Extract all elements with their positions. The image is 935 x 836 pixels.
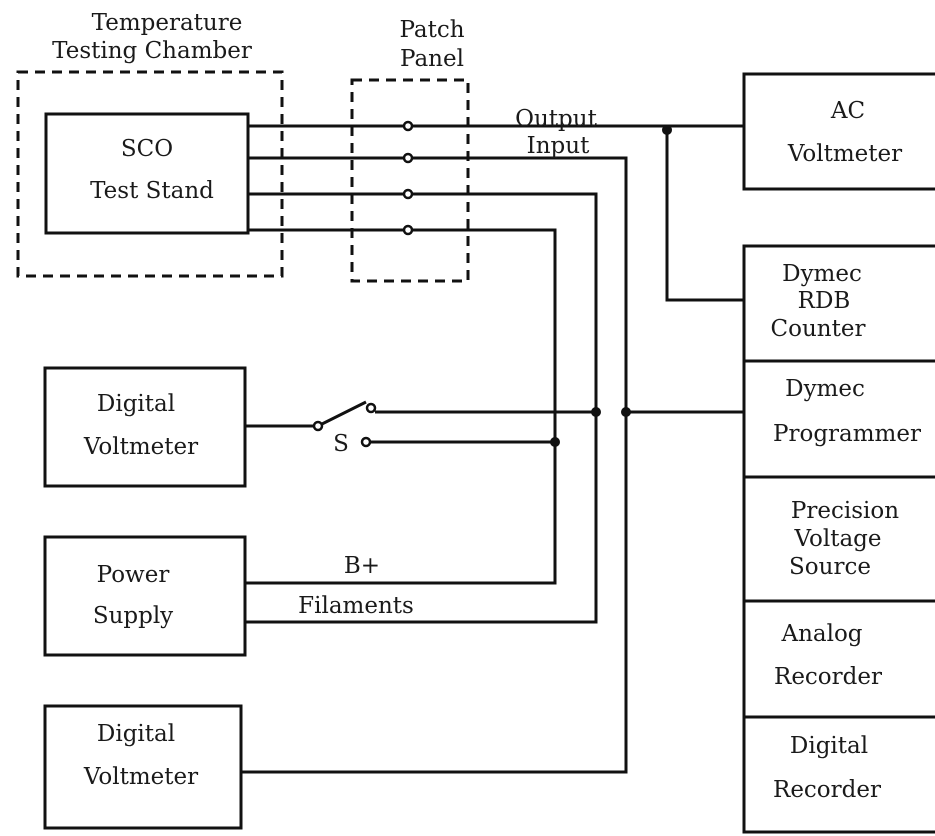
analog-recorder-block: Analog Recorder [774,621,882,690]
counter-feed-wire [665,130,744,302]
programmer-label-line2: Programmer [773,421,921,447]
input-junction-dot [621,407,631,417]
programmer-label-line1: Dymec [785,376,865,402]
switch-upper-terminal [365,402,377,414]
digrec-label-line1: Digital [790,733,868,759]
output-label: Output [515,106,597,132]
chamber-title-line1: Temperature [92,10,243,36]
power-label: Power [97,562,170,588]
filaments-junction-dot [591,407,601,417]
patch-panel-title-line2: Panel [400,46,464,72]
power-supply-block: Power Supply [43,535,247,657]
filaments-label: Filaments [298,593,414,619]
pvs-label-line2: Voltage [794,526,882,552]
patch-terminal-1 [402,120,414,132]
output-junction-dot [662,125,672,135]
patch-panel-boundary [350,78,470,283]
dymec-rdb-counter-block: Dymec RDB Counter [771,261,866,342]
patch-terminal-3 [402,188,414,200]
bplus-junction-dot [550,437,560,447]
analog-label-line1: Analog [780,621,862,647]
patch-panel-title-line1: Patch [399,17,464,43]
digrec-label-line2: Recorder [773,777,881,803]
supply-label: Supply [93,603,173,629]
ac-voltmeter-block: AC Voltmeter [742,72,935,191]
switch-arm-wire [245,400,367,428]
input-wire [241,156,628,774]
counter-label-line3: Counter [771,316,866,342]
bplus-wire [245,228,557,585]
dvm1-label-line1: Digital [97,391,175,417]
pvs-label-line1: Precision [791,498,899,524]
digital-recorder-block: Digital Recorder [773,733,881,803]
filaments-wire [245,192,598,624]
analog-label-line2: Recorder [774,664,882,690]
instrument-rack-frame [742,244,935,834]
dvm1-label-line2: Voltmeter [83,434,198,460]
digital-voltmeter-block-1: Digital Voltmeter [43,366,247,488]
precision-voltage-source-block: Precision Voltage Source [789,498,899,580]
switch-lower-terminal [360,436,372,448]
ac-voltmeter-label: Voltmeter [787,141,902,167]
temperature-chamber-boundary [16,70,284,278]
counter-label-line1: Dymec [782,261,862,287]
dvm2-label-line1: Digital [97,721,175,747]
ac-label: AC [830,98,865,124]
dvm2-label-line2: Voltmeter [83,764,198,790]
input-label: Input [527,133,590,159]
patch-terminal-2 [402,152,414,164]
sco-label: SCO [121,136,173,162]
dymec-programmer-block: Dymec Programmer [773,376,921,447]
switch-pivot-terminal [312,420,324,432]
digital-voltmeter-block-2: Digital Voltmeter [43,704,243,830]
counter-label-line2: RDB [798,288,851,314]
pvs-label-line3: Source [789,554,871,580]
sco-test-stand-block: SCO Test Stand [44,112,250,235]
test-stand-label: Test Stand [90,178,214,204]
chamber-title-line2: Testing Chamber [52,38,252,64]
patch-terminal-4 [402,224,414,236]
switch-s-label: S [333,431,349,457]
bplus-label: B+ [344,553,380,579]
